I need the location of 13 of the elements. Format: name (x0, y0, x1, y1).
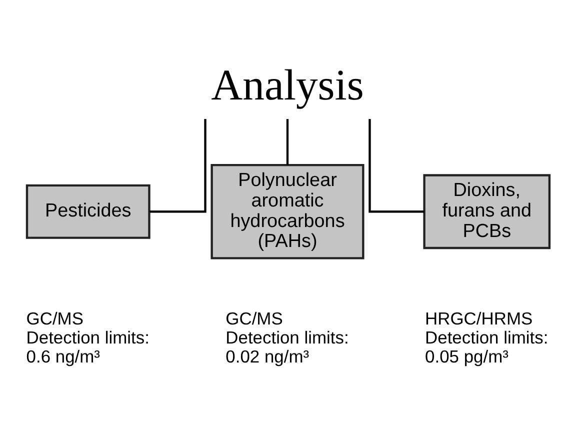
node-label: GC/MS (26, 308, 84, 329)
node-label: GC/MS (226, 308, 283, 329)
connector (149, 119, 206, 213)
node-label: HRGC/HRMS (425, 308, 533, 329)
connector (368, 119, 424, 213)
node-label: Detection limits: 0.6 ng/m³ (26, 327, 150, 366)
node-box: Polynuclear aromatic hydrocarbons (PAHs) (210, 164, 364, 260)
node-box: Dioxins, furans and PCBs (423, 174, 551, 250)
node-label: Detection limits: 0.02 ng/m³ (226, 327, 349, 366)
node-box: Pesticides (26, 184, 150, 239)
connector (286, 119, 289, 165)
node-text: Analysis (211, 62, 364, 110)
node-label: Detection limits: 0.05 pg/m³ (425, 327, 548, 366)
